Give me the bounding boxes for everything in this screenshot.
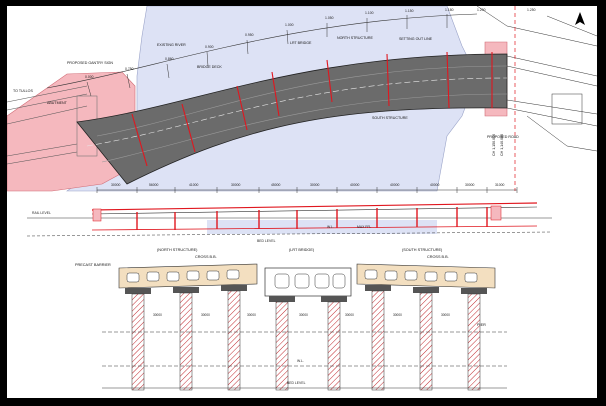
section-view: (NORTH STRUCTURE) (LRT BRIDGE) (SOUTH ST… [75,248,507,391]
label-lrt-bridge: LRT BRIDGE [290,41,312,45]
plan-view: TO TULLOS ABUTMENT PROPOSED GANTRY SIGN … [7,6,597,192]
dim-label: 40000 [390,183,400,187]
elevation-deck-red [91,202,538,211]
chainage-label: 1.150 [405,9,414,13]
span-label: 30000 [153,313,162,317]
span-label: 30000 [345,313,354,317]
span-label: 30000 [299,313,308,317]
dim-label: 40000 [350,183,360,187]
label-elev-bed: BED LEVEL [257,239,276,243]
elevation-dim-ticks [96,187,518,193]
label-ch-right-1: CH 1,150.000 [492,134,496,156]
label-ch-right-2: CH 1,140.000 [500,134,504,156]
label-rail-level: RAIL LEVEL [32,211,51,215]
label-wl: W.L. [327,225,334,229]
elevation-ground-red [91,225,538,231]
north-arrow-icon [575,12,585,25]
label-left-note: PRECAST BARRIER [75,263,111,267]
label-north-structure: NORTH STRUCTURE [337,36,373,40]
chainage-label: 0.000 [85,75,94,79]
dim-label: 30000 [231,183,241,187]
south-deck-voids [364,269,478,283]
label-cross-n: CROSS B.B. [195,255,217,259]
dim-label: 31000 [495,183,505,187]
right-road-lines [476,6,597,152]
label-cross-s: CROSS B.B. [427,255,449,259]
span-label: 30000 [201,313,210,317]
label-bridge-deck: BRIDGE DECK [197,65,222,69]
dim-label: 30000 [111,183,121,187]
section-piers [131,290,481,391]
label-proposed-road: PROPOSED ROAD [487,135,519,139]
label-max-ffl: MAX FFL [357,225,371,229]
dim-label: 40000 [430,183,440,187]
bridge-deck-centerline [86,77,508,147]
chainage-label: 1.200 [477,8,486,12]
label-section-water: W.L. [297,359,304,363]
chainage-arc [46,13,478,89]
chainage-labels: 0.000 0.750 0.860 0.900 0.950 1.000 1.05… [85,8,536,79]
label-right-note: PIER [477,323,486,327]
chainage-label: 1.100 [365,11,374,15]
elevation-piers [136,207,488,230]
span-label: 30000 [441,313,450,317]
label-section-lrt: (LRT BRIDGE) [289,248,315,252]
chainage-ticks [86,14,448,97]
elevation-water [207,220,437,234]
dim-label: 41000 [189,183,199,187]
engineering-drawing: TO TULLOS ABUTMENT PROPOSED GANTRY SIGN … [7,6,597,391]
chainage-label: 0.900 [205,45,214,49]
dim-label: 56000 [149,183,159,187]
dim-label: 30000 [310,183,320,187]
elevation-deck-soffit [91,206,538,215]
chainage-label: 0.950 [245,33,254,37]
span-label: 30000 [393,313,402,317]
chainage-label: 1.050 [325,16,334,20]
chainage-label: 0.860 [165,57,174,61]
elevation-dims: 30000 56000 41000 30000 45000 30000 4000… [111,183,505,187]
north-deck-voids [126,269,240,283]
label-section-north: (NORTH STRUCTURE) [157,248,198,252]
label-section-bed: BED LEVEL [287,381,306,385]
label-setting-out: SETTING OUT LINE [399,37,433,41]
span-label: 30000 [247,313,256,317]
plan-pier-marks [131,51,493,167]
lrt-bridge-voids [274,273,346,289]
label-section-south: (SOUTH STRUCTURE) [402,248,443,252]
drawing-sheet: TO TULLOS ABUTMENT PROPOSED GANTRY SIGN … [7,6,597,398]
label-existing-river: EXISTING RIVER [157,43,186,47]
dim-label: 45000 [271,183,281,187]
label-south-structure: SOUTH STRUCTURE [372,116,408,120]
chainage-label: 1.250 [527,8,536,12]
chainage-label: 1.180 [445,8,454,12]
label-to-tullos: TO TULLOS [13,89,33,93]
section-span-dims: 30000 30000 30000 30000 30000 30000 3000… [153,313,450,317]
bridge-deck-band [76,53,508,185]
chainage-label: 0.750 [125,67,134,71]
label-proposed-gantry: PROPOSED GANTRY SIGN [67,61,113,65]
dim-label: 30000 [465,183,475,187]
chainage-label: 1.000 [285,23,294,27]
pier-crossheads [125,285,487,302]
label-abutment: ABUTMENT [47,101,68,105]
elevation-view: 30000 56000 41000 30000 45000 30000 4000… [26,183,553,243]
